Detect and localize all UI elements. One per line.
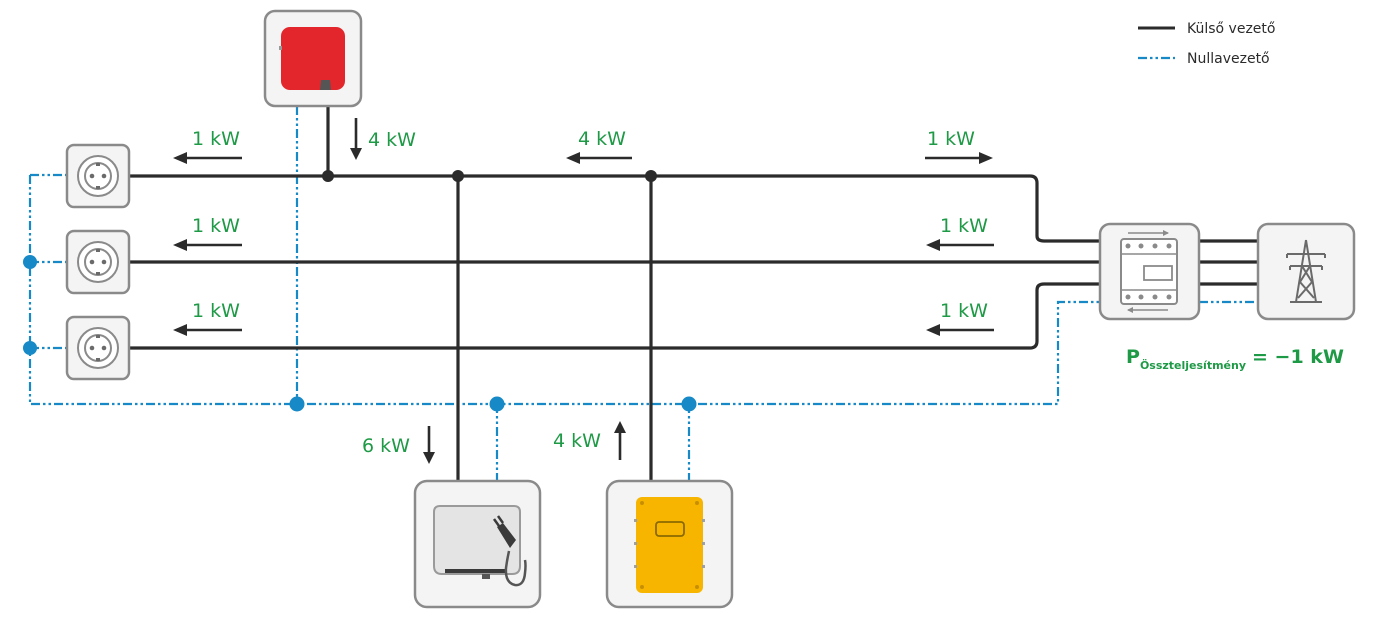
flow-label-battery-inverter: 4 kW xyxy=(553,430,601,452)
arrow-load-1-left xyxy=(173,152,242,164)
arrow-battery-up xyxy=(614,421,626,460)
junction-nodes xyxy=(23,170,697,412)
flow-label-load-1: 1 kW xyxy=(192,128,240,150)
total-power-value: = −1 kW xyxy=(1252,346,1344,368)
pv-inverter-icon xyxy=(279,27,345,90)
total-power: PÖsszteljesítmény = −1 kW xyxy=(1126,346,1344,372)
flow-label-pv-inverter: 4 kW xyxy=(368,129,416,151)
arrow-grid-l1-right xyxy=(925,152,993,164)
socket-3 xyxy=(65,315,131,381)
arrow-grid-l2-left xyxy=(926,239,994,251)
legend-neutral-label: Nullavezető xyxy=(1187,51,1270,67)
flow-labels: 4 kW 1 kW 1 kW 1 kW 4 kW 1 kW 1 kW 1 kW … xyxy=(192,128,988,457)
arrow-bus-middle-left xyxy=(566,152,632,164)
flow-label-bus-middle: 4 kW xyxy=(578,128,626,150)
flow-label-grid-l2: 1 kW xyxy=(940,215,988,237)
energy-meter-icon xyxy=(1120,230,1178,313)
arrow-load-2-left xyxy=(173,239,242,251)
arrow-pv-down xyxy=(350,118,362,160)
flow-label-load-3: 1 kW xyxy=(192,300,240,322)
neutral-conductor xyxy=(28,106,1258,481)
ev-charger xyxy=(413,479,542,609)
pv-inverter xyxy=(263,9,363,108)
socket-2 xyxy=(65,229,131,295)
socket-icon xyxy=(77,241,119,283)
arrow-grid-l3-left xyxy=(926,324,994,336)
power-pylon-icon xyxy=(1286,239,1326,303)
public-grid xyxy=(1256,222,1356,321)
arrow-load-3-left xyxy=(173,324,242,336)
phase-conductors xyxy=(130,106,1258,481)
total-power-subscript: Összteljesítmény xyxy=(1140,358,1246,372)
legend-phase-label: Külső vezető xyxy=(1187,21,1275,37)
energy-meter xyxy=(1098,222,1201,321)
legend: Külső vezető Nullavezető xyxy=(1138,21,1275,67)
socket-icon xyxy=(77,155,119,197)
arrow-ev-down xyxy=(423,426,435,464)
flow-label-grid-l1: 1 kW xyxy=(927,128,975,150)
flow-label-grid-l3: 1 kW xyxy=(940,300,988,322)
flow-label-load-2: 1 kW xyxy=(192,215,240,237)
ev-charger-icon xyxy=(433,505,527,587)
flow-label-ev-charger: 6 kW xyxy=(362,435,410,457)
battery-inverter-icon xyxy=(634,497,705,593)
total-power-symbol: P xyxy=(1126,346,1140,368)
battery-inverter xyxy=(605,479,734,609)
flow-arrows xyxy=(173,118,994,464)
socket-icon xyxy=(77,327,119,369)
socket-1 xyxy=(65,143,131,209)
